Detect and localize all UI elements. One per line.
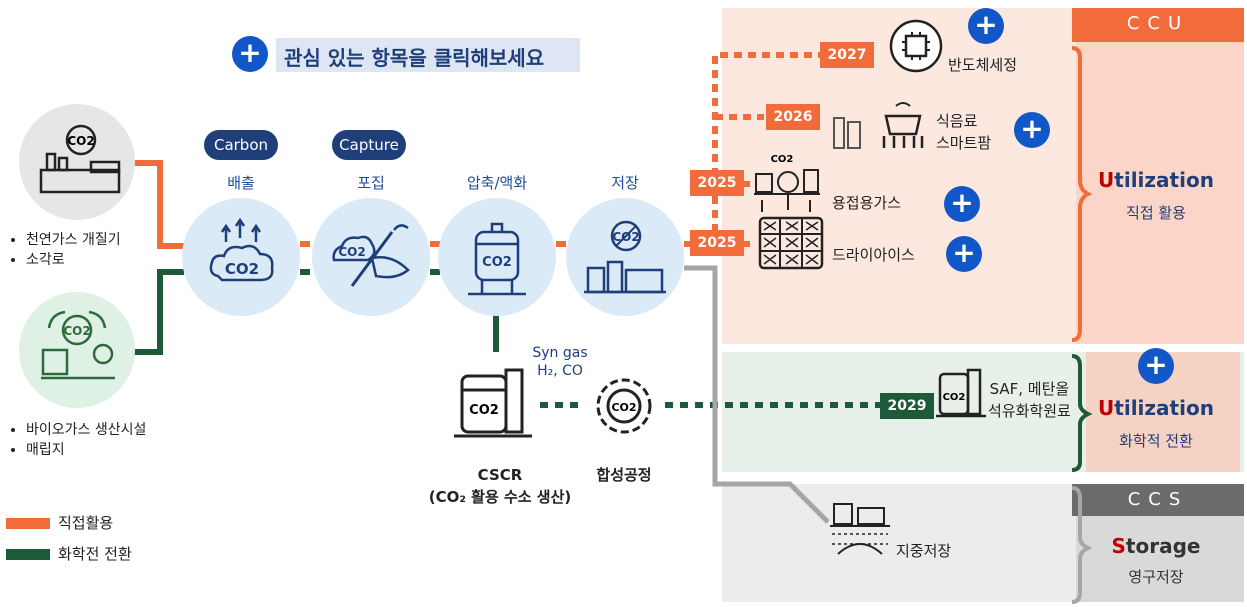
fossil-source-list: 천연가스 개질기 소각로 bbox=[8, 230, 121, 270]
ccs-side-panel bbox=[1076, 516, 1244, 602]
item-underground-storage[interactable]: 지중저장 bbox=[896, 542, 952, 560]
welding-gas-icon[interactable]: CO2 bbox=[752, 150, 822, 216]
step-label-capture: 포집 bbox=[357, 174, 385, 192]
step-compression-circle[interactable]: CO2 bbox=[438, 198, 556, 316]
plus-icon[interactable]: + bbox=[1138, 348, 1174, 384]
item-saf-line1: SAF, 메탄올 bbox=[989, 380, 1070, 398]
co2-label: CO2 bbox=[611, 401, 636, 414]
step-label-storage: 저장 bbox=[611, 174, 639, 192]
co2-label: CO2 bbox=[469, 403, 499, 418]
year-badge-semiconductor: 2027 bbox=[820, 42, 874, 68]
year-badge-food: 2026 bbox=[766, 104, 820, 130]
title-rest: tilization bbox=[1114, 396, 1214, 420]
legend-label-direct: 직접활용 bbox=[58, 514, 114, 532]
syngas-title: Syn gas bbox=[532, 345, 588, 361]
item-semiconductor[interactable]: 반도체세정 bbox=[948, 56, 1018, 74]
title-rest: torage bbox=[1125, 534, 1201, 558]
legend-swatch-direct bbox=[6, 518, 50, 529]
factory-co2-icon: CO2 bbox=[39, 124, 121, 194]
title-rest: tilization bbox=[1114, 168, 1214, 192]
legend-swatch-chemical bbox=[6, 549, 50, 560]
emission-co2-icon: CO2 bbox=[209, 217, 274, 282]
plus-icon[interactable]: + bbox=[946, 236, 982, 272]
storage-subtitle: 영구저장 bbox=[1128, 568, 1184, 586]
utilization-direct-subtitle: 직접 활용 bbox=[1126, 204, 1186, 222]
year-badge-welding: 2025 bbox=[690, 170, 744, 196]
chemical-tank-icon[interactable]: CO2 bbox=[936, 366, 986, 420]
bio-source-list: 바이오가스 생산시설 매립지 bbox=[8, 420, 146, 460]
plus-icon[interactable]: + bbox=[1014, 112, 1050, 148]
carbon-tag: Carbon bbox=[204, 130, 278, 160]
synthesis-label: 합성공정 bbox=[596, 466, 652, 484]
list-item: 매립지 bbox=[26, 440, 146, 460]
list-item: 소각로 bbox=[26, 250, 121, 270]
step-capture-circle[interactable]: CO2 bbox=[312, 198, 430, 316]
cscr-title: CSCR bbox=[477, 466, 523, 484]
item-food-line2: 스마트팜 bbox=[936, 134, 992, 152]
plus-icon[interactable]: + bbox=[232, 36, 268, 72]
prompt-bg bbox=[276, 38, 580, 72]
title-initial: U bbox=[1098, 396, 1115, 420]
title-initial: U bbox=[1098, 168, 1115, 192]
ccs-header: CCS bbox=[1072, 484, 1244, 516]
co2-label: CO2 bbox=[67, 134, 94, 148]
item-food-line1: 식음료 bbox=[936, 112, 978, 130]
synthesis-gear-icon[interactable]: CO2 bbox=[584, 366, 664, 446]
capture-tag: Capture bbox=[332, 130, 406, 160]
co2-label: CO2 bbox=[943, 392, 966, 403]
item-dryice[interactable]: 드라이아이스 bbox=[832, 246, 915, 264]
syngas-label: Syn gas H₂, CO bbox=[530, 344, 590, 380]
utilization-chemical-subtitle: 화학적 전환 bbox=[1119, 432, 1193, 450]
item-saf-line2: 석유화학원료 bbox=[988, 402, 1071, 420]
year-badge-chemical: 2029 bbox=[880, 393, 934, 419]
capture-net-icon: CO2 bbox=[332, 224, 410, 287]
utilization-chemical-title: Utilization bbox=[1090, 396, 1222, 420]
item-welding[interactable]: 용접용가스 bbox=[832, 194, 902, 212]
semiconductor-chip-icon[interactable] bbox=[888, 18, 944, 74]
co2-label: CO2 bbox=[63, 324, 90, 338]
plus-icon[interactable]: + bbox=[968, 8, 1004, 44]
dryice-blocks-icon[interactable] bbox=[758, 216, 824, 270]
co2-label: CO2 bbox=[225, 260, 259, 278]
beverage-smartfarm-icon[interactable] bbox=[830, 96, 930, 152]
co2-label: CO2 bbox=[338, 245, 365, 259]
cscr-tank-icon[interactable]: CO2 bbox=[452, 366, 542, 446]
title-initial: S bbox=[1111, 534, 1126, 558]
step-label-compression: 압축/액화 bbox=[466, 174, 528, 192]
list-item: 천연가스 개질기 bbox=[26, 230, 121, 250]
item-food[interactable]: 식음료 스마트팜 bbox=[936, 110, 991, 154]
year-badge-dryice: 2025 bbox=[690, 230, 744, 256]
bio-source-circle[interactable]: CO2 bbox=[19, 292, 135, 408]
biogas-co2-icon: CO2 bbox=[41, 310, 115, 380]
utilization-direct-title: Utilization bbox=[1090, 168, 1222, 192]
compression-tank-icon: CO2 bbox=[468, 222, 526, 296]
cscr-subtitle: (CO₂ 활용 수소 생산) bbox=[428, 488, 572, 506]
cscr-label: CSCR (CO₂ 활용 수소 생산) bbox=[420, 464, 580, 508]
ccu-header: CCU bbox=[1072, 8, 1244, 42]
step-emission-circle[interactable]: CO2 bbox=[182, 198, 300, 316]
co2-label: CO2 bbox=[482, 255, 512, 270]
step-label-emission: 배출 bbox=[227, 174, 255, 192]
underground-storage-icon[interactable] bbox=[828, 498, 892, 558]
list-item: 바이오가스 생산시설 bbox=[26, 420, 146, 440]
item-saf[interactable]: SAF, 메탄올 석유화학원료 bbox=[988, 378, 1071, 422]
step-storage-circle[interactable]: CO2 bbox=[566, 198, 684, 316]
co2-label: CO2 bbox=[771, 154, 794, 165]
fossil-source-circle[interactable]: CO2 bbox=[19, 104, 135, 220]
ccu-side-panel bbox=[1076, 8, 1244, 344]
prompt-text: 관심 있는 항목을 클릭해보세요 bbox=[284, 46, 545, 70]
plus-icon[interactable]: + bbox=[944, 186, 980, 222]
syngas-components: H₂, CO bbox=[537, 363, 583, 379]
legend-label-chemical: 화학전 전환 bbox=[58, 545, 132, 563]
storage-facility-icon: CO2 bbox=[584, 220, 666, 294]
storage-title: Storage bbox=[1090, 534, 1222, 558]
